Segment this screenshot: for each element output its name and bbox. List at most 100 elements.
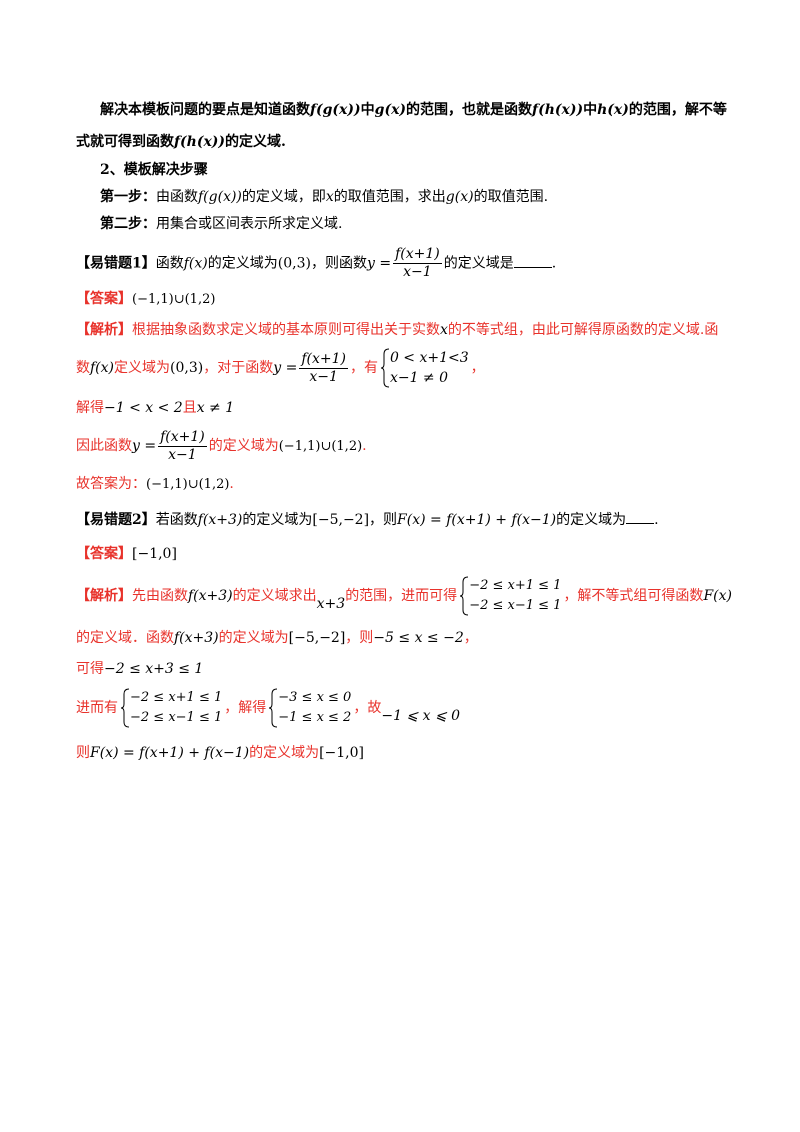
fraction: f(x+1)x−1 <box>158 429 207 464</box>
math: (−1,1)∪(1,2) <box>278 439 363 454</box>
text: 的取值范围，求出 <box>333 189 446 205</box>
math: F(x) = f(x+1) + f(x−1) <box>90 745 250 761</box>
math: f(x) <box>90 360 115 376</box>
math: y = <box>366 255 392 272</box>
problem-1-analysis-line-1: 【解析】根据抽象函数求定义域的基本原则可得出关于实数x的不等式组，由此可解得原函… <box>76 320 730 340</box>
text: ，解不等式组可得函数 <box>563 588 704 604</box>
text: 若函数 <box>155 512 198 528</box>
math: x ≠ 1 <box>196 400 235 416</box>
text: 由函数 <box>156 189 198 205</box>
text: 中 <box>360 102 375 118</box>
text: 且 <box>182 400 197 416</box>
math: (0,3) <box>170 360 204 376</box>
math: f(g(x)) <box>310 102 361 118</box>
system-row: 0 < x+1<3 <box>389 350 469 366</box>
math: g(x) <box>374 102 407 118</box>
math: h(x) <box>597 102 629 118</box>
math: x <box>440 322 448 338</box>
math: f(x) <box>183 255 208 272</box>
text: ，对于函数 <box>203 360 274 376</box>
text: . <box>229 476 234 492</box>
text: 的定义域为 <box>218 630 289 646</box>
math: g(x) <box>445 189 474 205</box>
answer-blank <box>626 509 655 524</box>
text: 可得 <box>76 661 104 677</box>
math: (0,3) <box>277 255 311 272</box>
step-label: 第二步： <box>100 216 156 232</box>
math: (−1,1)∪(1,2) <box>146 477 230 492</box>
math: −2 ≤ x+3 ≤ 1 <box>104 661 204 677</box>
problem-tag: 【易错题1】 <box>76 255 156 272</box>
text: . <box>654 512 659 528</box>
text: ，则 <box>369 512 398 528</box>
text: 的定义域为 <box>556 512 627 528</box>
text: 的定义域为 <box>207 255 278 272</box>
fraction: f(x+1)x−1 <box>299 351 348 386</box>
problem-2-analysis-line-1: 【解析】先由函数f(x+3)的定义域求出x+3的范围，进而可得−2 ≤ x+1 … <box>76 574 732 626</box>
text: 的定义域为 <box>249 745 320 761</box>
text: 解决本模板问题的要点是知道函数 <box>100 102 310 118</box>
text: ， <box>470 360 485 376</box>
math: y = <box>132 438 157 454</box>
math: −5 ≤ x ≤ −2 <box>373 630 464 646</box>
numerator: f(x+1) <box>299 350 348 369</box>
math: f(h(x)) <box>174 134 226 150</box>
intro-line-2: 式就可得到函数f(h(x))的定义域. <box>76 132 730 152</box>
inequality-system: −2 ≤ x+1 ≤ 1−2 ≤ x−1 ≤ 1 <box>120 688 222 728</box>
text: 的取值范围. <box>473 189 549 205</box>
text: ，则 <box>345 630 374 646</box>
text: . <box>362 438 367 454</box>
text: 的定义域. <box>225 134 286 150</box>
math: F(x) <box>703 588 732 604</box>
step-2: 第二步：用集合或区间表示所求定义域. <box>100 214 730 234</box>
system-row: −2 ≤ x−1 ≤ 1 <box>469 598 562 613</box>
system-row: x−1 ≠ 0 <box>389 370 449 386</box>
text: 因此函数 <box>76 438 132 454</box>
text: 则 <box>76 745 90 761</box>
system-row: −2 ≤ x−1 ≤ 1 <box>130 710 223 725</box>
math: x <box>325 189 334 205</box>
text: 函数 <box>155 255 184 272</box>
text: ，故 <box>353 700 382 716</box>
system-row: −1 ≤ x ≤ 2 <box>278 710 352 725</box>
text: 的范围，解不等 <box>628 102 727 118</box>
text: 先由函数 <box>132 588 188 604</box>
brace-icon <box>120 688 130 728</box>
math: [−1,0] <box>319 745 364 761</box>
text: ，解得 <box>224 700 267 716</box>
system-row: −2 ≤ x+1 ≤ 1 <box>469 578 562 593</box>
math: y = <box>273 360 298 376</box>
text: 解得 <box>76 400 104 416</box>
math: −1 ⩽ x ⩽ 0 <box>381 708 461 724</box>
denominator: x−1 <box>168 446 197 463</box>
answer-value: (−1,1)∪(1,2) <box>132 292 216 307</box>
text: 的范围，进而可得 <box>345 588 458 604</box>
section-title: 2、模板解决步骤 <box>100 162 208 178</box>
brace-icon <box>269 688 278 728</box>
text: ，有 <box>349 360 378 376</box>
text: 的定义域，即 <box>241 189 326 205</box>
text: 的不等式组，由此可解得原函数的定义域.函 <box>447 322 719 338</box>
text: 的范围，也就是函数 <box>406 102 533 118</box>
text: . <box>551 255 557 272</box>
brace-icon <box>460 576 469 616</box>
numerator: f(x+1) <box>158 428 207 447</box>
text: 的定义域是 <box>443 255 514 272</box>
text: 的定义域求出 <box>232 588 317 604</box>
text: 根据抽象函数求定义域的基本原则可得出关于实数 <box>132 322 440 338</box>
numerator: f(x+1) <box>393 246 442 264</box>
text: ，则函数 <box>310 255 367 272</box>
inequality-system: −3 ≤ x ≤ 0−1 ≤ x ≤ 2 <box>268 688 351 728</box>
text: 中 <box>583 102 598 118</box>
answer-blank <box>513 253 552 268</box>
denominator: x−1 <box>309 368 338 385</box>
answer-tag: 【答案】 <box>76 291 132 307</box>
math: F(x) = f(x+1) + f(x−1) <box>397 512 557 528</box>
problem-1-answer: 【答案】(−1,1)∪(1,2) <box>76 289 730 310</box>
inequality-system: 0 < x+1<3 x−1 ≠ 0 <box>380 348 469 388</box>
text: 用集合或区间表示所求定义域. <box>156 216 343 232</box>
